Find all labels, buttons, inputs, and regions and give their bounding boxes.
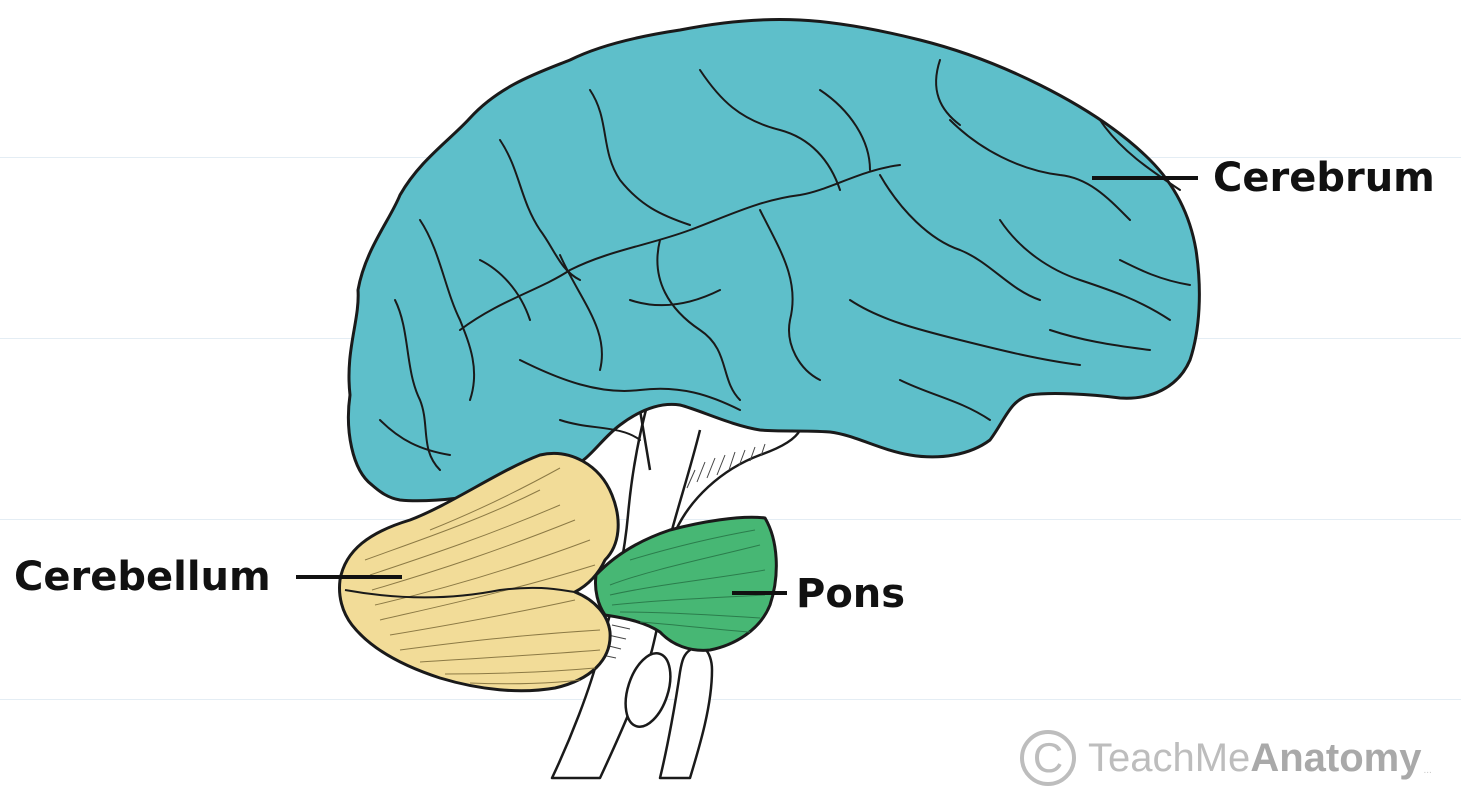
cerebrum-label: Cerebrum bbox=[1213, 158, 1435, 198]
copyright-icon: C bbox=[1020, 730, 1076, 786]
watermark-suffix: ... bbox=[1423, 765, 1431, 776]
teachmeanatomy-watermark: C TeachMe Anatomy ... bbox=[1020, 726, 1432, 790]
cerebrum-shape bbox=[348, 19, 1199, 500]
cerebellum-label: Cerebellum bbox=[14, 557, 271, 597]
watermark-brand-bold: Anatomy bbox=[1250, 736, 1421, 781]
watermark-brand-light: TeachMe bbox=[1088, 736, 1250, 781]
pons-label: Pons bbox=[796, 574, 905, 614]
